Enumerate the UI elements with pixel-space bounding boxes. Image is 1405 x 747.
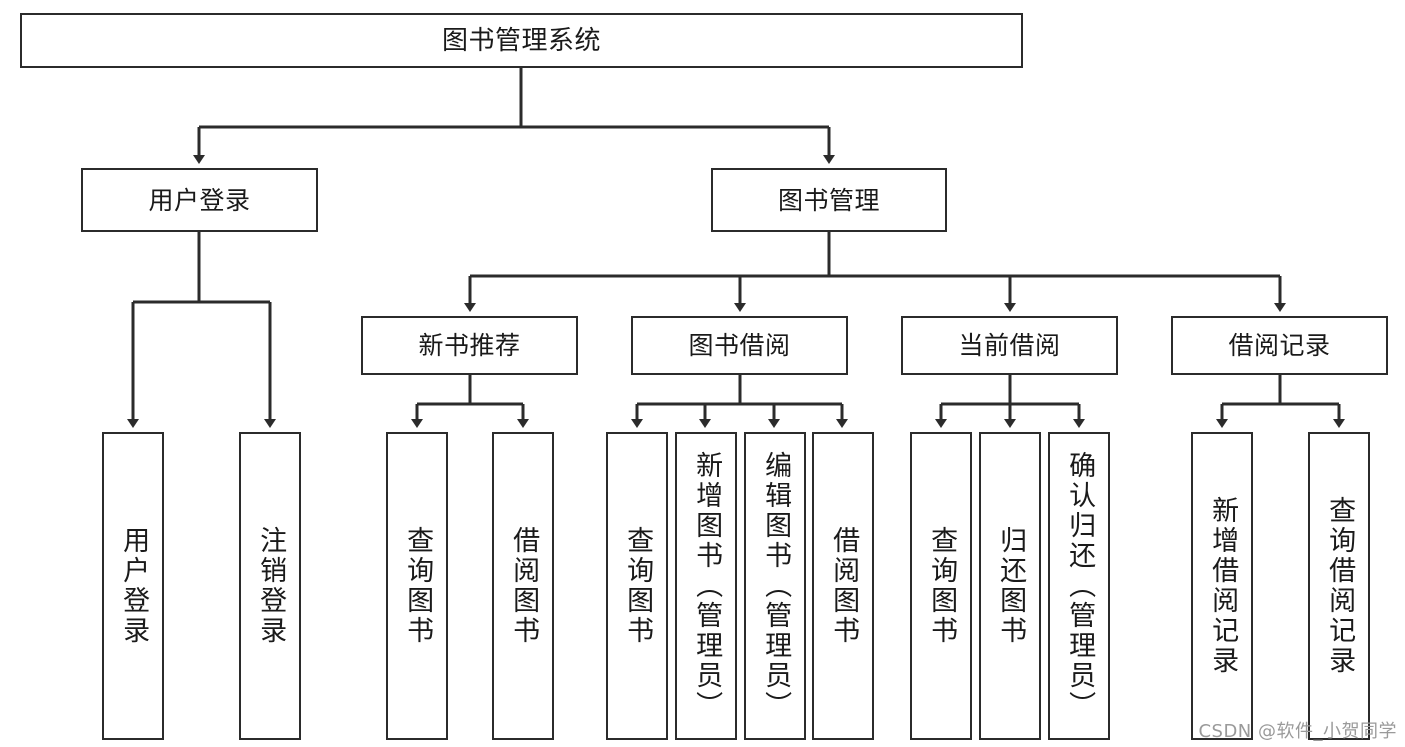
node-label: 图书管理系统 [441, 25, 601, 56]
node-user-login[interactable]: 用户登录 [81, 168, 318, 232]
node-label: 借阅图书 [828, 526, 860, 646]
leaf-query-book-borrow[interactable]: 查询图书 [606, 432, 668, 740]
node-label: 查询图书 [622, 526, 654, 646]
leaf-add-book-admin[interactable]: 新增图书（管理员） [675, 432, 737, 740]
node-root-system[interactable]: 图书管理系统 [20, 13, 1023, 68]
node-label: 查询借阅记录 [1324, 496, 1356, 676]
node-label: 用户登录 [118, 526, 150, 646]
node-label: 注销登录 [255, 526, 287, 646]
node-label: 编辑图书（管理员） [760, 451, 792, 721]
leaf-return-book[interactable]: 归还图书 [979, 432, 1041, 740]
node-label: 借阅图书 [508, 526, 540, 646]
node-label: 借阅记录 [1228, 331, 1331, 360]
node-label: 确认归还（管理员） [1064, 451, 1096, 721]
node-label: 查询图书 [926, 526, 958, 646]
leaf-confirm-return-admin[interactable]: 确认归还（管理员） [1048, 432, 1110, 740]
node-label: 用户登录 [148, 185, 251, 215]
node-borrow-record[interactable]: 借阅记录 [1171, 316, 1388, 375]
node-label: 查询图书 [402, 526, 434, 646]
node-label: 归还图书 [995, 526, 1027, 646]
leaf-logout[interactable]: 注销登录 [239, 432, 301, 740]
leaf-query-book-current[interactable]: 查询图书 [910, 432, 972, 740]
node-label: 图书管理 [777, 185, 880, 215]
leaf-query-borrow-record[interactable]: 查询借阅记录 [1308, 432, 1370, 740]
node-new-book-recommend[interactable]: 新书推荐 [361, 316, 578, 375]
leaf-user-login[interactable]: 用户登录 [102, 432, 164, 740]
node-book-management[interactable]: 图书管理 [711, 168, 947, 232]
leaf-add-borrow-record[interactable]: 新增借阅记录 [1191, 432, 1253, 740]
leaf-edit-book-admin[interactable]: 编辑图书（管理员） [744, 432, 806, 740]
node-label: 图书借阅 [688, 331, 791, 360]
leaf-borrow-book-recommend[interactable]: 借阅图书 [492, 432, 554, 740]
leaf-query-book-recommend[interactable]: 查询图书 [386, 432, 448, 740]
node-label: 新书推荐 [418, 331, 521, 360]
node-current-borrow[interactable]: 当前借阅 [901, 316, 1118, 375]
node-label: 新增图书（管理员） [691, 451, 723, 721]
node-book-borrow[interactable]: 图书借阅 [631, 316, 848, 375]
leaf-borrow-book[interactable]: 借阅图书 [812, 432, 874, 740]
watermark-text: CSDN @软件_小贺同学 [1198, 721, 1397, 742]
node-label: 当前借阅 [958, 331, 1061, 360]
node-label: 新增借阅记录 [1207, 496, 1239, 676]
